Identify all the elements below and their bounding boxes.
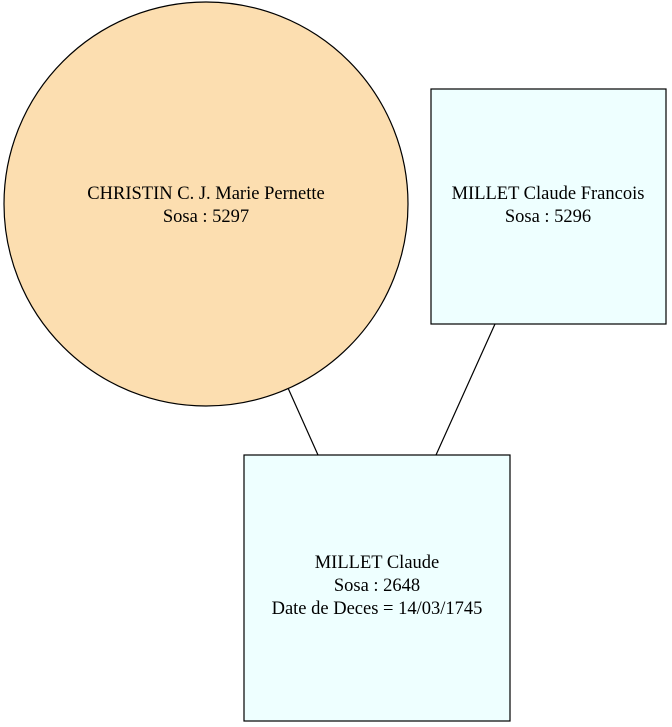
child-box [243, 454, 511, 722]
child-death-date: Date de Deces = 14/03/1745 [272, 599, 483, 619]
child-sosa: Sosa : 2648 [334, 576, 420, 596]
father-sosa: Sosa : 5296 [505, 207, 591, 227]
mother-sosa: Sosa : 5297 [163, 207, 249, 227]
node-father[interactable]: MILLET Claude Francois Sosa : 5296 [430, 88, 667, 325]
edge-father-child [435, 323, 496, 456]
node-mother[interactable]: CHRISTIN C. J. Marie Pernette Sosa : 529… [3, 1, 409, 407]
father-box [430, 88, 667, 325]
father-name: MILLET Claude Francois [452, 184, 645, 204]
mother-name: CHRISTIN C. J. Marie Pernette [87, 184, 324, 204]
edge-mother-child [287, 387, 319, 456]
node-child[interactable]: MILLET Claude Sosa : 2648 Date de Deces … [243, 454, 511, 722]
mother-circle [3, 1, 409, 407]
child-name: MILLET Claude [315, 553, 440, 573]
